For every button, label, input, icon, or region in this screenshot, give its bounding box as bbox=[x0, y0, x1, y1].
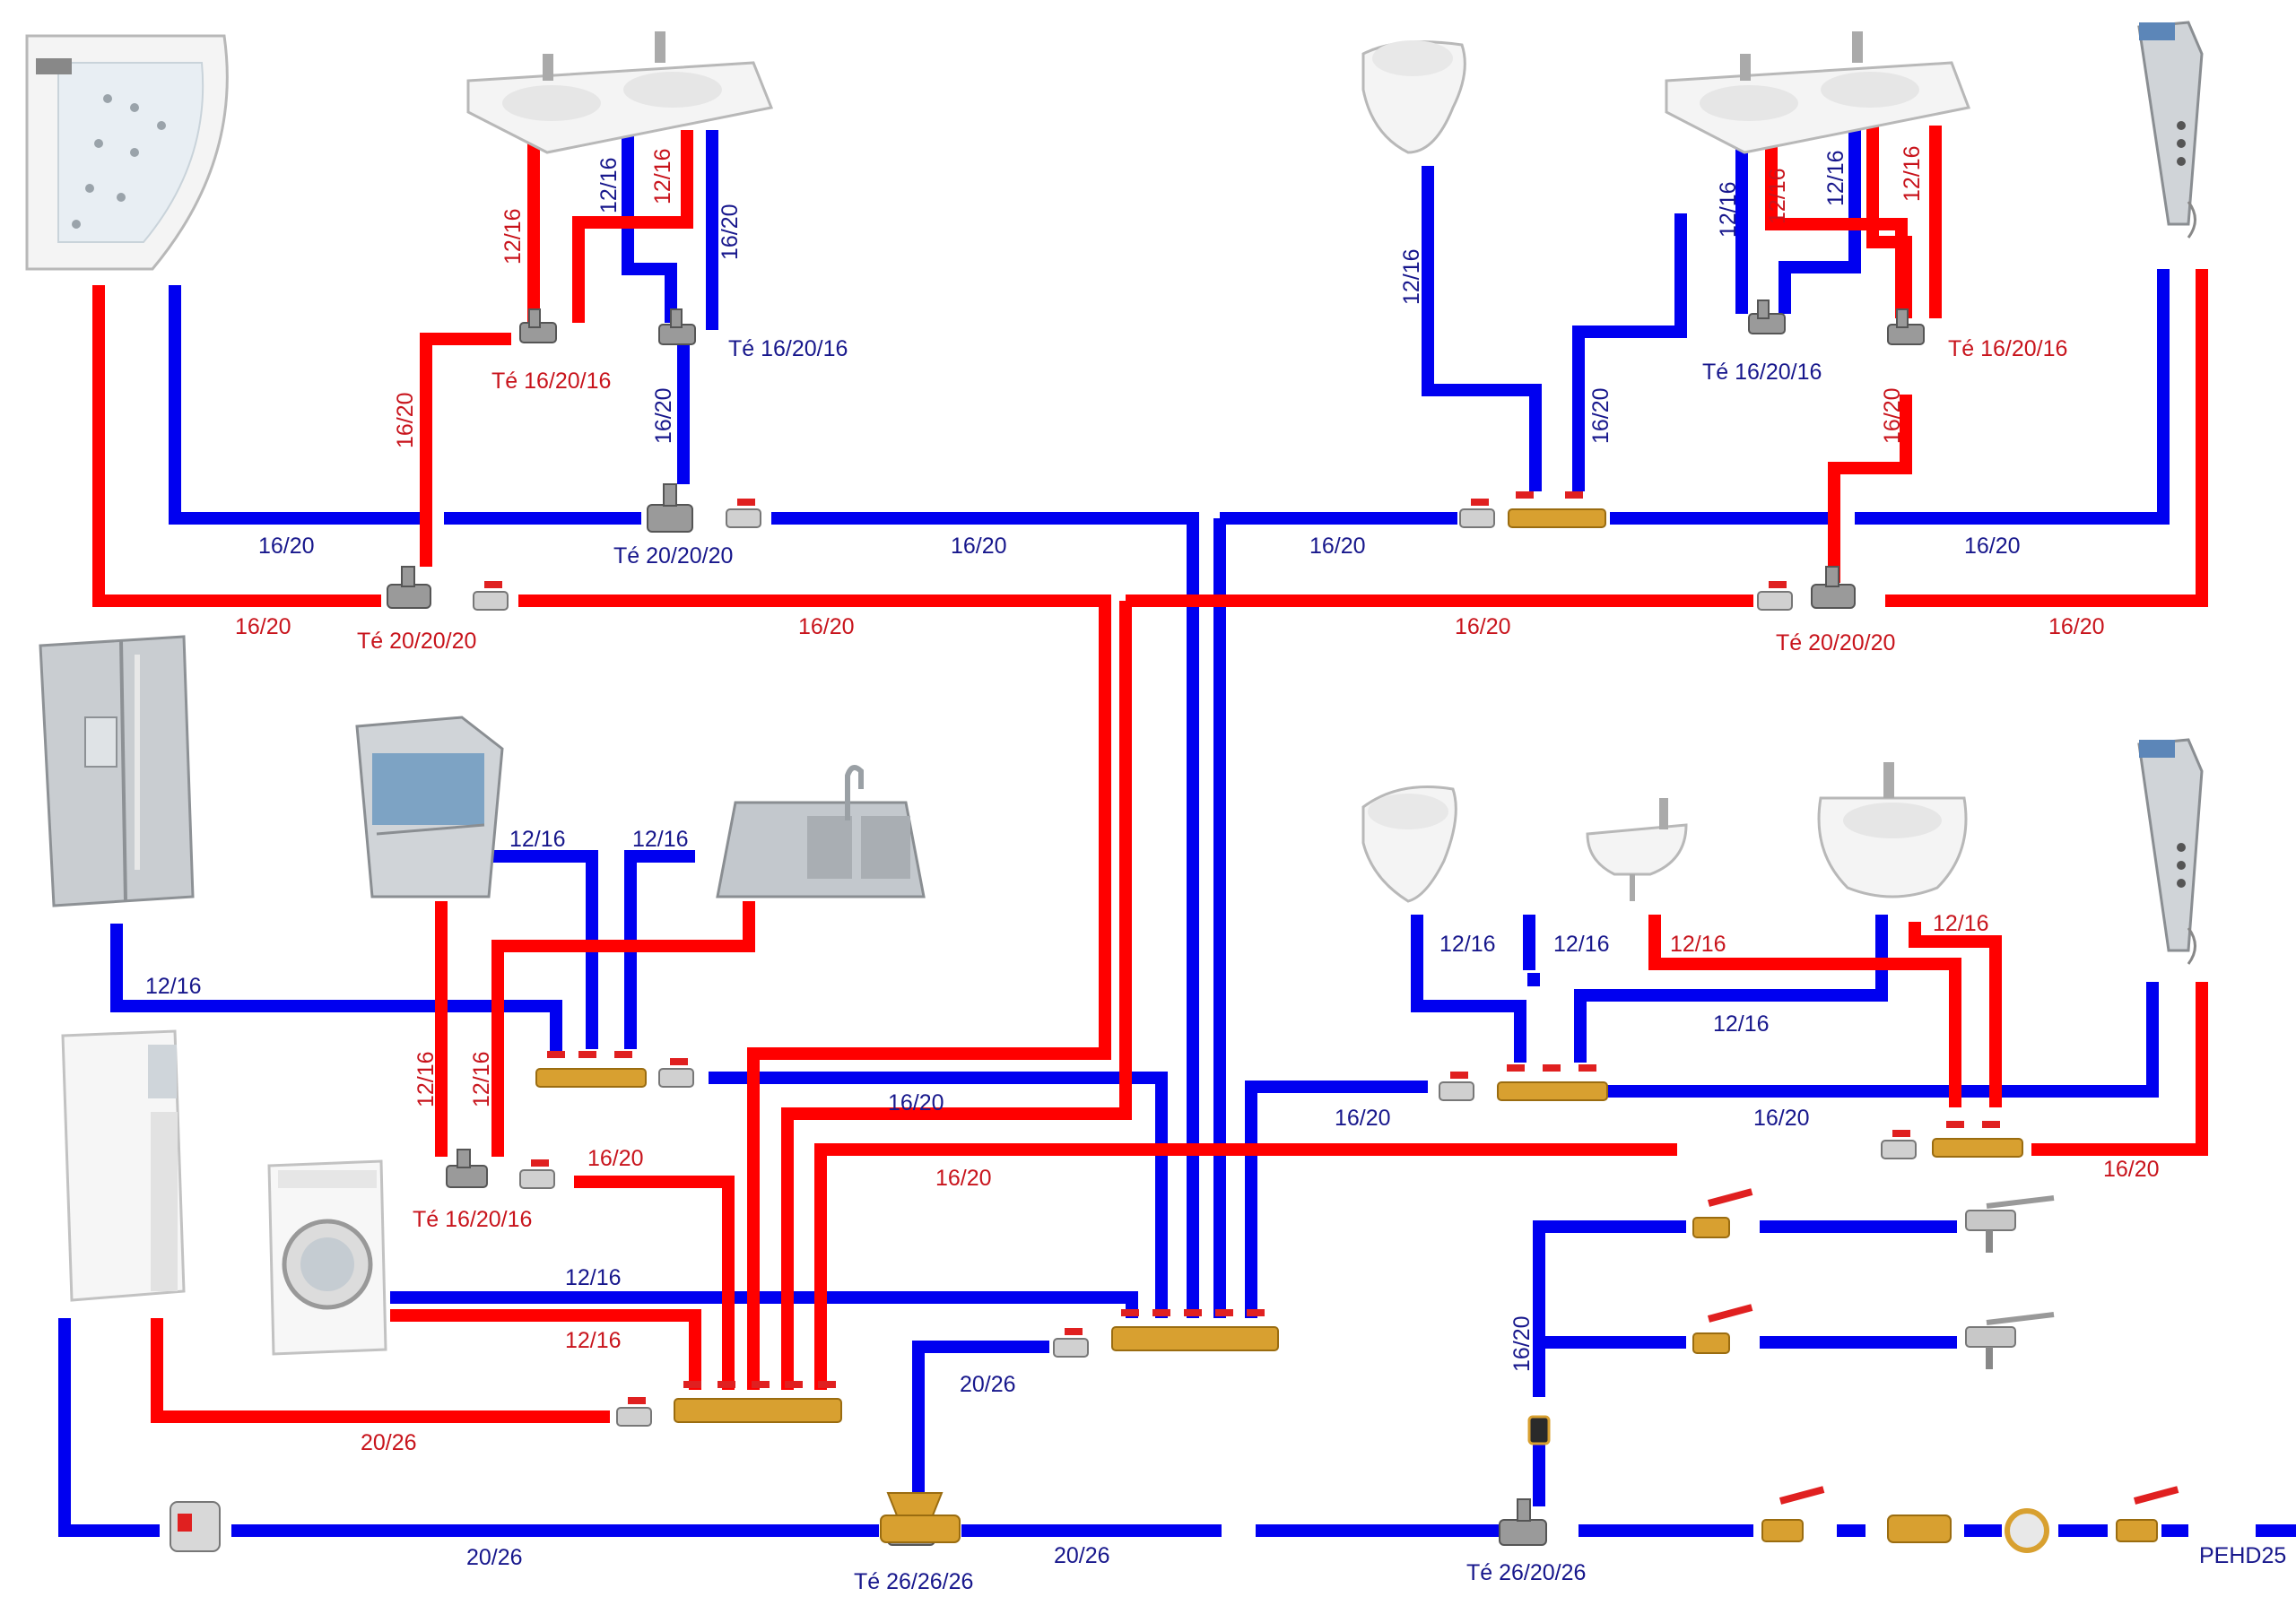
washbasin-icon bbox=[1817, 762, 1968, 898]
manifold-upper-right bbox=[1508, 508, 1606, 528]
pipe-size-label: 16/20 bbox=[1309, 534, 1366, 559]
hand-washbasin-icon bbox=[1586, 798, 1688, 901]
washing-machine-icon bbox=[267, 1159, 387, 1356]
pipe-size-label: 12/16 bbox=[1823, 150, 1848, 206]
pipe-size-label: 16/20 bbox=[1588, 387, 1613, 444]
pipe-size-label: 12/16 bbox=[1399, 248, 1424, 305]
pipe-size-label: 16/20 bbox=[951, 534, 1007, 559]
water-heater-icon bbox=[61, 1029, 186, 1302]
kitchen-sink-icon bbox=[716, 765, 926, 898]
pipe-size-label: 12/16 bbox=[632, 827, 689, 852]
pipe-size-label: 12/16 bbox=[413, 1051, 439, 1107]
pipe-size-label: 16/20 bbox=[1455, 614, 1511, 639]
tee-label: Té 16/20/16 bbox=[491, 369, 611, 394]
pipe-size-label: 16/20 bbox=[1509, 1315, 1535, 1372]
pipe-size-label: 12/16 bbox=[500, 208, 526, 265]
pipe-size-label: 12/16 bbox=[469, 1051, 494, 1107]
pipe-size-label: 12/16 bbox=[1713, 1011, 1770, 1037]
manifold-shower-hot bbox=[1932, 1138, 2023, 1158]
pipe-size-label: 20/26 bbox=[466, 1545, 523, 1570]
pipe-size-label: 16/20 bbox=[1880, 387, 1905, 444]
pipe-size-label: 12/16 bbox=[565, 1265, 622, 1290]
pipe-size-label: 12/16 bbox=[509, 827, 566, 852]
pipe-size-label: 16/20 bbox=[393, 392, 418, 448]
tee-label: Té 20/20/20 bbox=[357, 629, 476, 654]
pipe-size-label: 16/20 bbox=[2048, 614, 2105, 639]
tee-label: Té 16/20/16 bbox=[413, 1207, 532, 1232]
pipe-size-label: 16/20 bbox=[258, 534, 315, 559]
pipe-size-label: 16/20 bbox=[1753, 1106, 1810, 1131]
pipe-size-label: 12/16 bbox=[565, 1328, 622, 1353]
pipe-size-label: 12/16 bbox=[1670, 932, 1726, 957]
tee-label: Té 26/26/26 bbox=[854, 1569, 973, 1594]
refrigerator-icon bbox=[39, 635, 195, 907]
labels: 12/16 12/16 12/16 16/20 Té 16/20/16 Té 1… bbox=[145, 145, 2286, 1594]
pipe-size-label: 20/26 bbox=[361, 1430, 417, 1455]
wall-hung-toilet-icon bbox=[1361, 40, 1466, 154]
pipe-size-label: 12/16 bbox=[145, 974, 202, 999]
pipe-size-label: 12/16 bbox=[650, 148, 675, 204]
tee-label: Té 16/20/16 bbox=[1702, 360, 1822, 385]
pipe-size-label: 16/20 bbox=[1335, 1106, 1391, 1131]
double-washbasin-icon bbox=[1665, 31, 1971, 154]
pipe-size-label: 12/16 bbox=[596, 157, 622, 213]
manifold-main-cold bbox=[1111, 1326, 1279, 1351]
pipe-size-label: 16/20 bbox=[235, 614, 291, 639]
manifold-kitchen bbox=[535, 1068, 647, 1088]
pipe-size-label: 16/20 bbox=[1964, 534, 2021, 559]
pipe-size-label: 16/20 bbox=[587, 1146, 644, 1171]
pipe-size-label: 16/20 bbox=[718, 204, 743, 260]
fittings bbox=[170, 299, 2179, 1553]
manifold-lower-right bbox=[1497, 1081, 1608, 1101]
pipe-size-label: 12/16 bbox=[1900, 145, 1925, 202]
pipe-size-label: 16/20 bbox=[651, 387, 676, 444]
cold-water-pipes bbox=[58, 126, 2296, 1537]
manifold-main-hot bbox=[674, 1398, 842, 1423]
pipe-size-label: 16/20 bbox=[888, 1090, 944, 1115]
pipe-size-label: 16/20 bbox=[2103, 1157, 2160, 1182]
double-washbasin-icon bbox=[466, 31, 774, 154]
pipe-size-label: 12/16 bbox=[1553, 932, 1610, 957]
pipe-size-label: 12/16 bbox=[1933, 911, 1989, 936]
shower-panel-icon bbox=[2137, 738, 2204, 965]
pipe-size-label: 20/26 bbox=[1054, 1543, 1110, 1568]
wall-hung-toilet-icon bbox=[1361, 785, 1457, 903]
pehd-label: PEHD25 bbox=[2199, 1543, 2286, 1568]
pipe-size-label: 20/26 bbox=[960, 1372, 1016, 1397]
dishwasher-icon bbox=[355, 716, 504, 898]
tee-label: Té 26/20/26 bbox=[1466, 1560, 1586, 1585]
pipe-size-label: 12/16 bbox=[1439, 932, 1496, 957]
tee-label: Té 16/20/16 bbox=[728, 336, 848, 361]
tee-label: Té 20/20/20 bbox=[1776, 630, 1895, 655]
shower-panel-icon bbox=[2137, 21, 2204, 239]
hot-water-pipes bbox=[92, 126, 2208, 1423]
pipe-size-label: 16/20 bbox=[798, 614, 855, 639]
fixtures bbox=[25, 21, 2204, 1356]
corner-whirlpool-bathtub-icon bbox=[25, 34, 229, 271]
tee-label: Té 16/20/16 bbox=[1948, 336, 2067, 361]
pipe-size-label: 16/20 bbox=[935, 1166, 992, 1191]
tee-label: Té 20/20/20 bbox=[613, 543, 733, 568]
pipe-size-label: 12/16 bbox=[1765, 168, 1790, 224]
pipe-size-label: 12/16 bbox=[1716, 181, 1741, 238]
